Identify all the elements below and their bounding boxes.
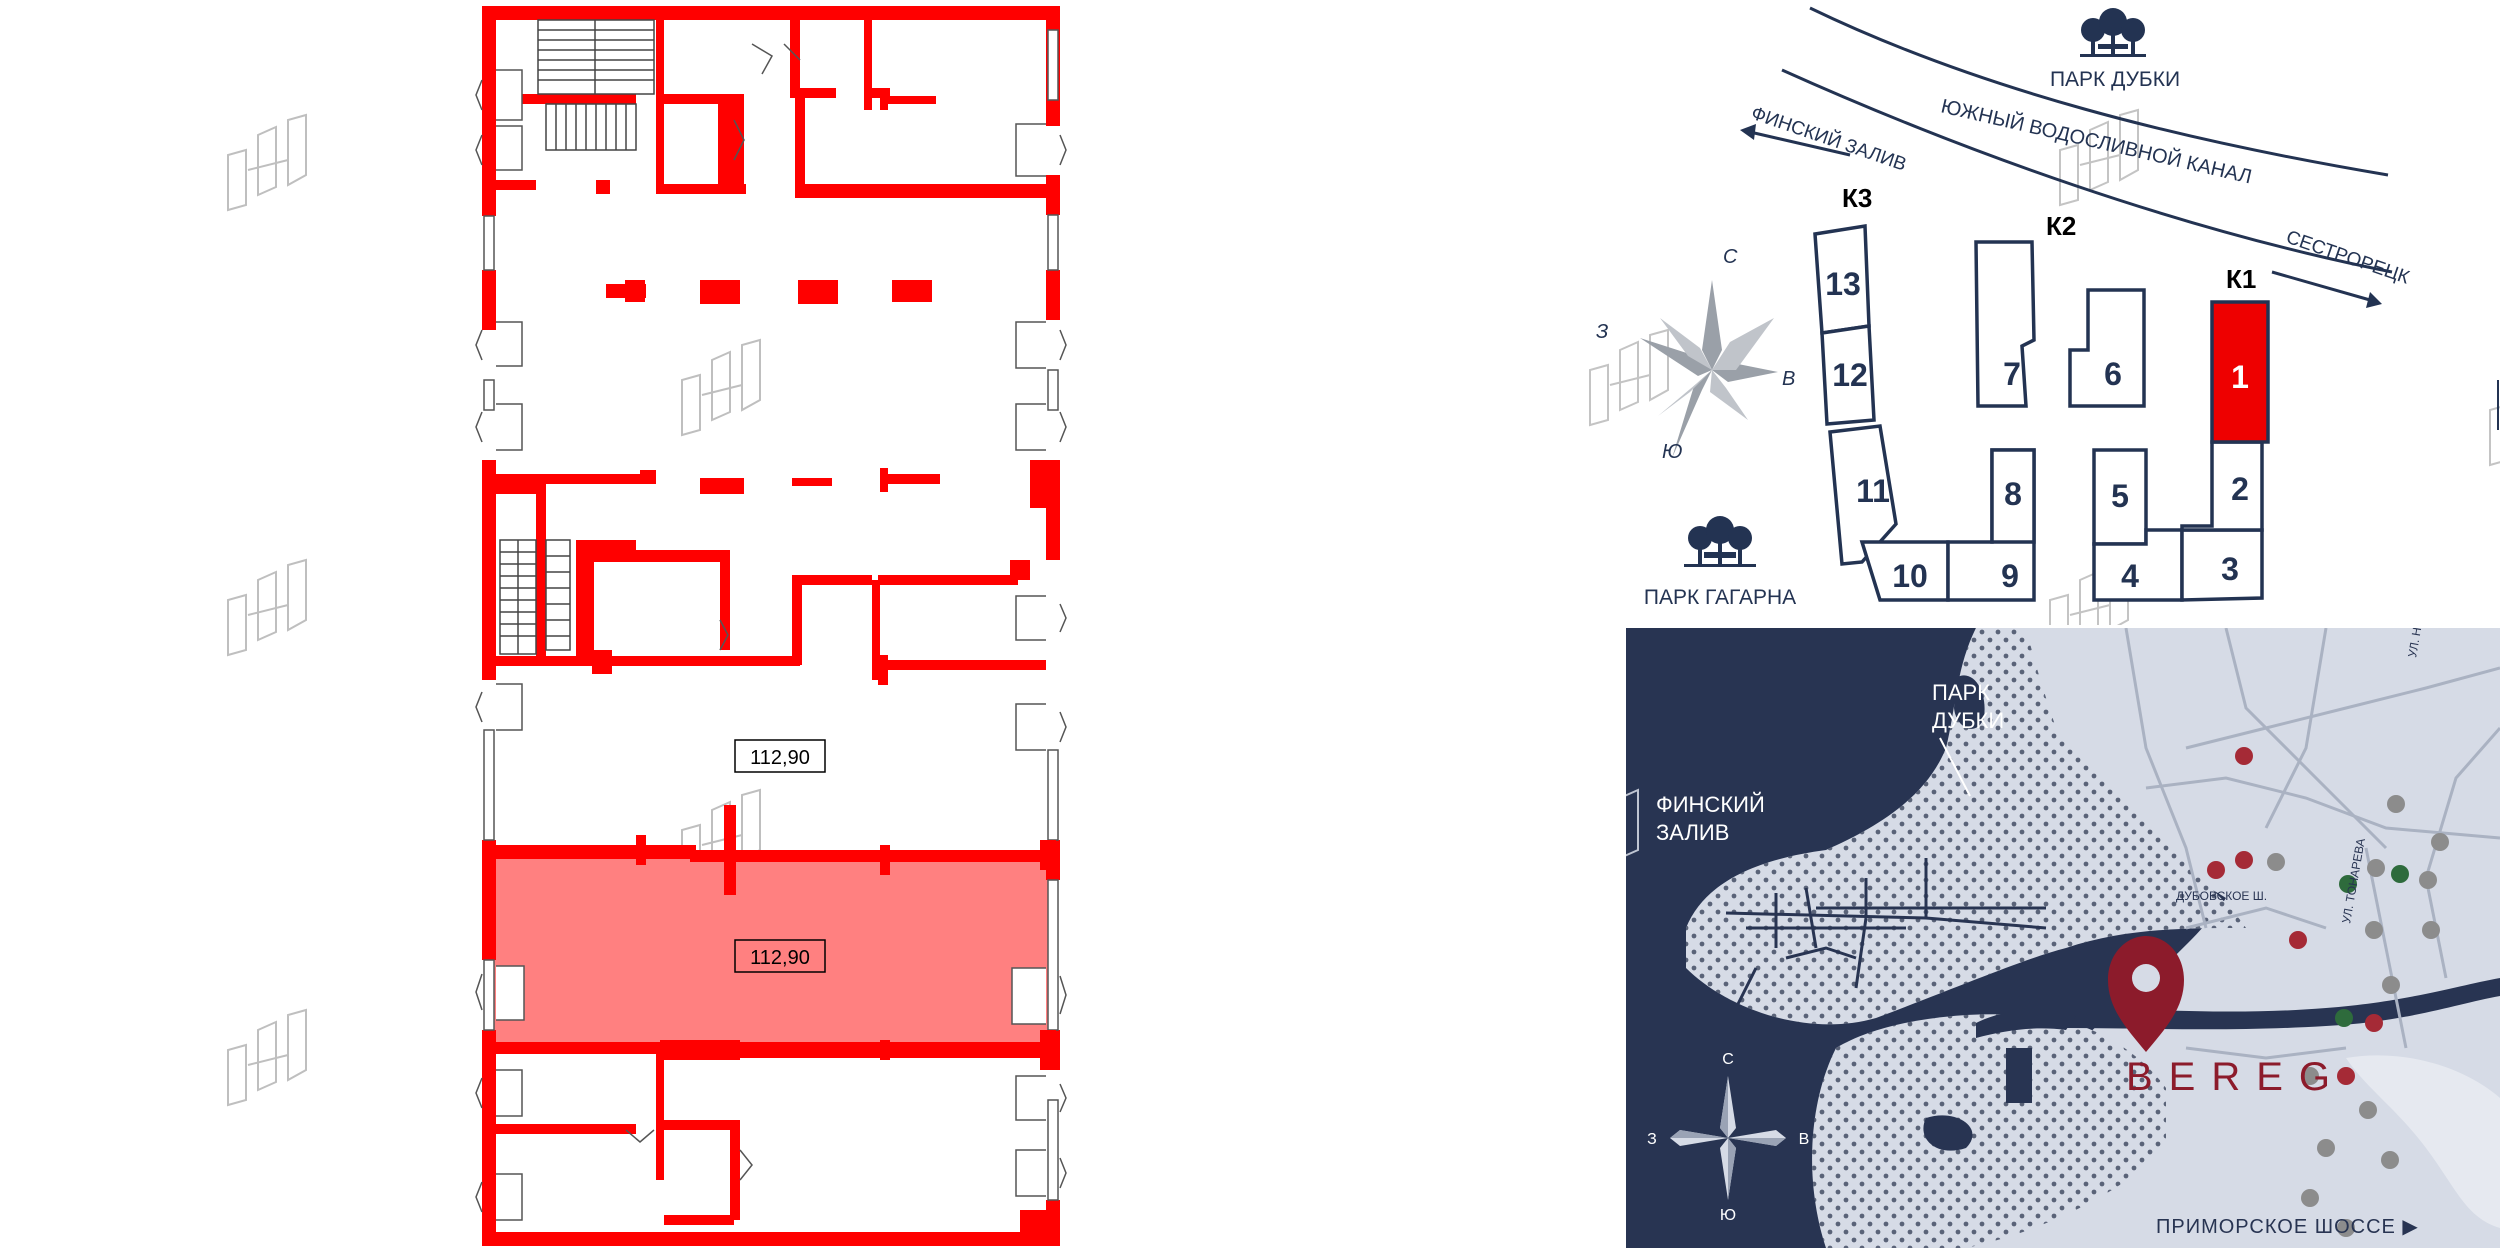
site-plan: ПАРК ДУБКИ ЮЖНЫЙ ВОДОСЛИВНОЙ КАНАЛ ФИНСК…	[1589, 6, 2500, 625]
compass-west: З	[1596, 321, 1608, 343]
map-park-label-2: ДУБКИ	[1932, 708, 2004, 733]
svg-text:112,90: 112,90	[750, 947, 810, 969]
sestroretsk-direction: СЕСТРОРЕЦК	[2271, 227, 2412, 308]
location-pin-icon[interactable]	[2108, 936, 2184, 1052]
road-dubovskoe: ДУБОВСКОЕ Ш.	[2176, 889, 2267, 903]
building-number-6: 6	[2104, 356, 2122, 392]
svg-text:Ю: Ю	[1720, 1207, 1736, 1224]
building-number-8: 8	[2004, 476, 2022, 512]
park-bottom-icon	[1684, 516, 1756, 567]
building-1[interactable]	[2210, 300, 2270, 444]
location-map: ПАРК ДУБКИ ФИНСКИЙ ЗАЛИВ ДУБОВСКОЕ Ш. УЛ…	[1626, 628, 2500, 1248]
building-number-7: 7	[2003, 356, 2021, 392]
building-12[interactable]	[1820, 323, 1876, 426]
map-gulf-label-1: ФИНСКИЙ	[1656, 792, 1765, 817]
building-number-1: 1	[2231, 359, 2249, 395]
svg-text:112,90: 112,90	[750, 747, 810, 769]
watermark-marks-map	[1626, 788, 1639, 857]
corpus-label-k1: К1	[2226, 264, 2256, 294]
brand-logo: BEREG	[2126, 1055, 2346, 1099]
building-number-12: 12	[1832, 357, 1868, 393]
map-compass: С В Ю З	[1647, 1051, 1809, 1224]
staircase-mid	[499, 539, 571, 655]
floor-plan: 112,90 112,90	[227, 6, 1067, 1246]
map-gulf-label-2: ЗАЛИВ	[1656, 820, 1729, 845]
building-number-10: 10	[1892, 558, 1928, 594]
edge-mark	[2497, 380, 2499, 430]
building-number-2: 2	[2231, 471, 2249, 507]
area-label-2[interactable]: 112,90	[734, 939, 826, 973]
forest-trails	[1725, 858, 2047, 1009]
compass-east: В	[1782, 368, 1795, 390]
svg-text:З: З	[1647, 1131, 1657, 1148]
map-park-label-1: ПАРК	[1932, 680, 1990, 705]
lake-2	[2006, 1048, 2032, 1103]
poi-markers	[2207, 747, 2449, 1237]
building-2[interactable]	[2180, 440, 2264, 532]
building-number-5: 5	[2111, 478, 2129, 514]
building-6[interactable]	[2068, 288, 2146, 408]
building-8[interactable]	[1990, 448, 2036, 544]
canal-line-top	[1809, 6, 2389, 177]
interior-walls	[496, 20, 1060, 1246]
highway-label: ПРИМОРСКОЕ ШОССЕ ▶	[2156, 1216, 2419, 1238]
park-top-icon	[2080, 8, 2146, 57]
area-label-1[interactable]: 112,90	[734, 739, 826, 773]
svg-text:С: С	[1722, 1051, 1734, 1068]
corpus-label-k3: К3	[1842, 183, 1872, 213]
park-top-label: ПАРК ДУБКИ	[2050, 68, 2180, 91]
lake-3	[1923, 1115, 1973, 1151]
building-number-3: 3	[2221, 551, 2239, 587]
canal-line-bottom	[1781, 68, 2393, 274]
building-number-13: 13	[1825, 266, 1861, 302]
watermark-marks-site	[1589, 108, 2500, 625]
compass-star: С В Ю З	[1596, 246, 1795, 463]
park-bottom-label: ПАРК ГАГАРНА	[1644, 586, 1796, 609]
building-number-9: 9	[2001, 558, 2019, 594]
compass-south: Ю	[1662, 441, 1682, 463]
lake-1	[1954, 675, 1985, 729]
corpus-label-k2: К2	[2046, 211, 2076, 241]
building-number-11: 11	[1856, 473, 1890, 509]
road-top: УЛ. Н	[2405, 628, 2424, 659]
window-strips	[483, 29, 1059, 1201]
staircase-top	[537, 19, 655, 151]
compass-north: С	[1723, 246, 1738, 268]
doors	[475, 43, 1067, 1221]
building-7[interactable]	[1974, 240, 2036, 408]
svg-text:В: В	[1799, 1131, 1810, 1148]
roads	[2124, 628, 2500, 1060]
map-park-leader	[1939, 737, 1971, 797]
building-number-4: 4	[2121, 558, 2139, 594]
